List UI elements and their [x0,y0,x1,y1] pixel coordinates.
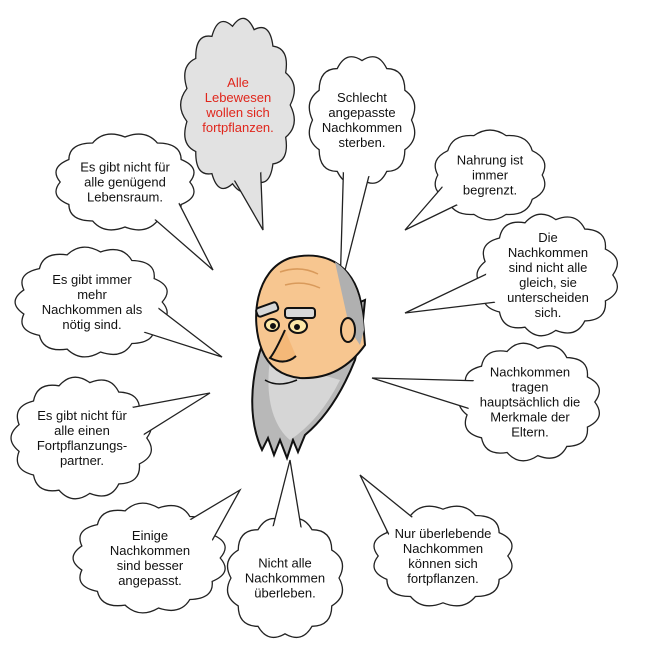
speech-bubble-mehr-nachkommen [14,246,223,358]
bubble-text-mehr-nachkommen: Es gibt immer mehr Nachkommen als nötig … [41,272,143,332]
bubble-fill [381,511,505,601]
bubble-text-alle-lebewesen: Alle Lebewesen wollen sich fortpflanzen. [202,75,274,135]
bubble-text-nicht-alle-gleich: Die Nachkommen sind nicht alle gleich, s… [507,230,589,320]
bubble-fill [82,509,218,607]
bubble-text-schlecht-angepasste: Schlecht angepasste Nachkommen sterben. [321,90,403,150]
bubble-tail [359,474,414,537]
bubble-tail [272,459,302,529]
bubble-fill [188,29,288,181]
bubble-tail [153,201,214,271]
bubble-text-nahrung: Nahrung ist immer begrenzt. [456,152,524,198]
speech-bubble-nicht-alle-gleich [404,213,619,337]
bubble-tail [371,377,476,410]
bubble-fill [314,63,410,177]
speech-bubble-fortpflanzungspartner [10,376,211,500]
speech-bubble-lebensraum [55,133,214,271]
bubble-fill [440,135,540,215]
bubble-tail [232,170,264,231]
bubble-fill [233,524,337,632]
bubble-tail [404,273,497,314]
speech-bubble-nahrung [404,129,546,231]
speech-bubble-nicht-alle-ueberleben [226,459,344,639]
bubble-text-merkmale-eltern: Nachkommen tragen hauptsächlich die Merk… [479,364,581,440]
bubble-text-fortpflanzungspartner: Es gibt nicht für alle einen Fortpflanzu… [36,408,128,468]
bubble-fill [20,384,144,492]
bubble-text-besser-angepasst: Einige Nachkommen sind besser angepasst. [109,528,191,588]
bubble-fill [486,221,610,329]
bubble-tail [130,392,211,436]
bubble-fill [24,253,160,351]
speech-bubble-besser-angepasst [72,488,242,614]
darwin-head-illustration [251,254,367,461]
speech-bubble-merkmale-eltern [371,342,601,462]
bubble-text-nicht-alle-ueberleben: Nicht alle Nachkommen überleben. [244,555,326,601]
bubble-fill [468,350,592,454]
bubble-tail [404,185,459,231]
bubble-text-nur-ueberlebende: Nur überlebende Nachkommen können sich f… [394,526,492,586]
speech-bubble-nur-ueberlebende [359,474,513,607]
speech-bubble-alle-lebewesen [179,17,295,231]
bubble-fill [63,139,187,225]
bubble-tail [142,306,223,358]
bubble-text-lebensraum: Es gibt nicht für alle genügend Lebensra… [80,159,170,205]
